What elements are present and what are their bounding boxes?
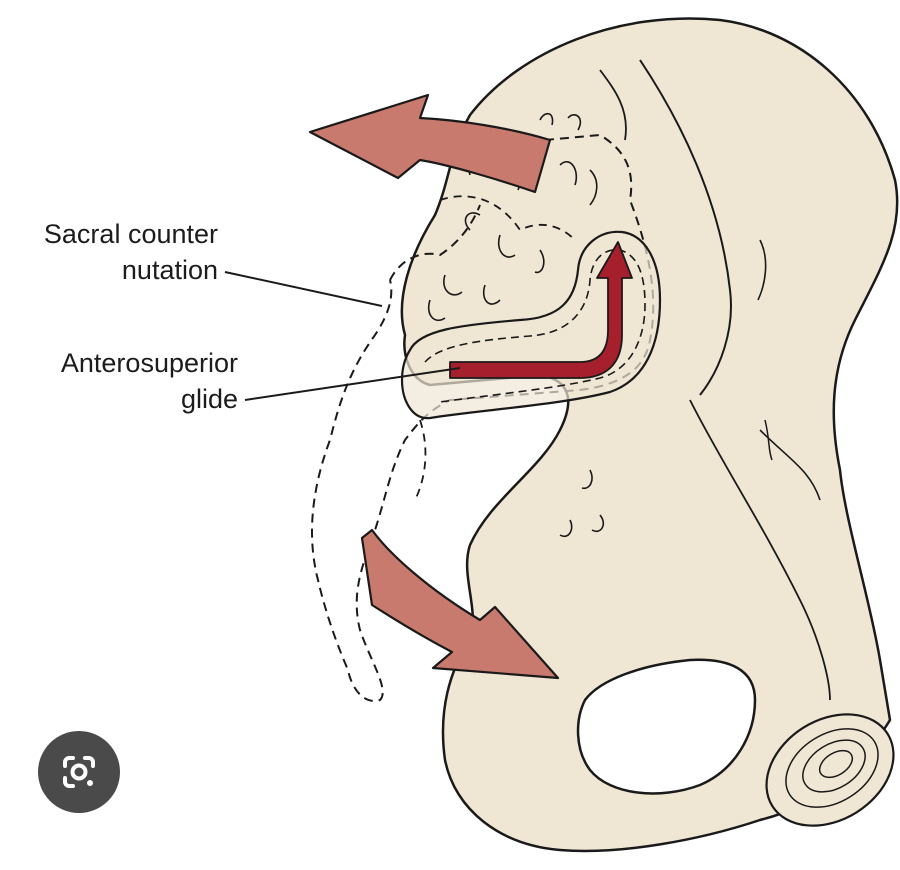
sacrum-lower-contour bbox=[414, 419, 427, 501]
counter-nutation-arrow-upper bbox=[308, 93, 552, 194]
ilium-inner-ridge bbox=[639, 59, 732, 396]
pubic-ramus-end bbox=[765, 713, 895, 827]
label-sacral-line2: nutation bbox=[121, 255, 218, 285]
ilium-inner-ridge-2 bbox=[599, 69, 627, 141]
counter-nutation-arrow-lower bbox=[360, 528, 560, 680]
ilium-contour-3 bbox=[764, 419, 773, 461]
label-sacral-line1: Sacral counter bbox=[43, 219, 218, 249]
label-sacral-counter-nutation: Sacral counter nutation bbox=[44, 216, 218, 288]
auricular-surface-inner bbox=[424, 249, 646, 403]
google-lens-icon bbox=[63, 756, 95, 788]
leader-line-sacral bbox=[224, 271, 383, 307]
sacrum-upper-outline bbox=[389, 204, 481, 281]
obturator-foramen bbox=[576, 658, 757, 795]
lens-search-button[interactable] bbox=[38, 731, 120, 813]
label-antero-line2: glide bbox=[180, 384, 238, 414]
label-antero-line1: Anterosuperior bbox=[60, 348, 238, 378]
leader-line-antero bbox=[244, 367, 461, 401]
label-anterosuperior-glide: Anterosuperior glide bbox=[61, 345, 238, 417]
sacrum-inner-outline bbox=[439, 195, 576, 241]
ilium-contour bbox=[689, 399, 831, 701]
anterosuperior-glide-arrow bbox=[449, 241, 633, 379]
